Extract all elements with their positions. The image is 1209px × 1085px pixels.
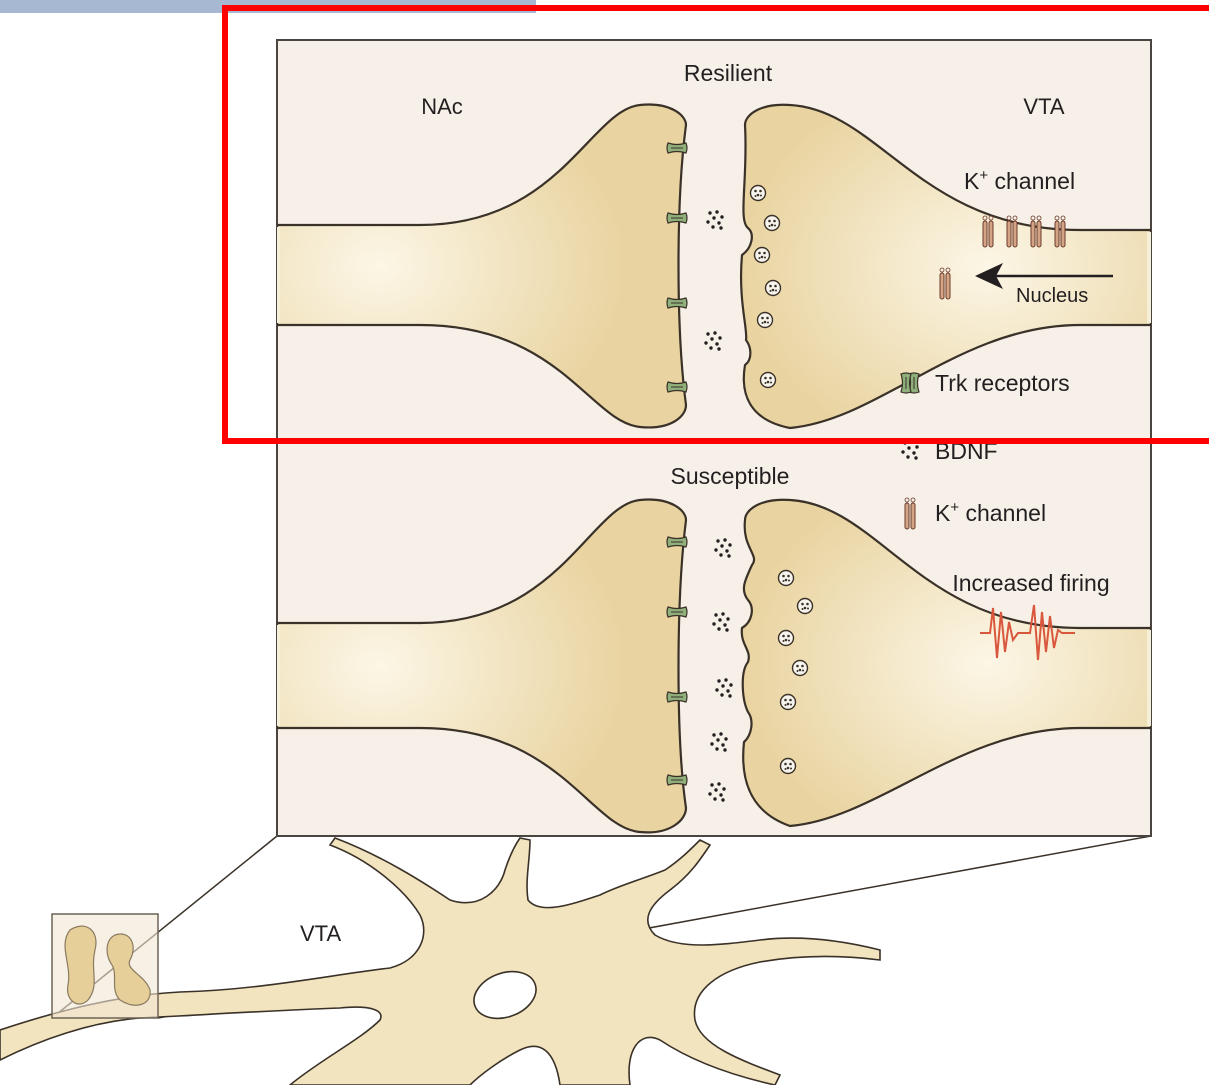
trk-receptor-icon xyxy=(667,692,687,702)
nac-label: NAc xyxy=(421,94,463,119)
vta-label: VTA xyxy=(1023,94,1064,119)
legend-trk-icon xyxy=(901,373,919,393)
resilient-title: Resilient xyxy=(684,60,773,86)
vesicle-icon xyxy=(766,281,781,296)
trk-receptor-icon xyxy=(667,298,687,308)
trk-receptor-icon xyxy=(667,213,687,223)
vesicle-icon xyxy=(758,313,773,328)
vesicle-icon xyxy=(779,571,794,586)
trk-receptor-icon xyxy=(667,775,687,785)
vesicle-icon xyxy=(793,661,808,676)
vesicle-icon xyxy=(761,373,776,388)
vesicle-icon xyxy=(751,186,766,201)
susceptible-title: Susceptible xyxy=(671,463,790,489)
vesicle-icon xyxy=(781,759,796,774)
trk-receptor-icon xyxy=(667,607,687,617)
vesicle-icon xyxy=(798,599,813,614)
trk-receptor-icon xyxy=(667,537,687,547)
vesicle-icon xyxy=(781,695,796,710)
nucleus-label: Nucleus xyxy=(1016,285,1088,307)
overview-vta-label: VTA xyxy=(300,921,341,946)
vesicle-icon xyxy=(779,631,794,646)
overview-inset-box xyxy=(52,914,158,1018)
vesicle-icon xyxy=(755,248,770,263)
legend-trk-label: Trk receptors xyxy=(935,370,1070,396)
increased-firing-label: Increased firing xyxy=(952,570,1109,596)
trk-receptor-icon xyxy=(667,143,687,153)
trk-receptor-icon xyxy=(667,382,687,392)
vesicle-icon xyxy=(765,216,780,231)
